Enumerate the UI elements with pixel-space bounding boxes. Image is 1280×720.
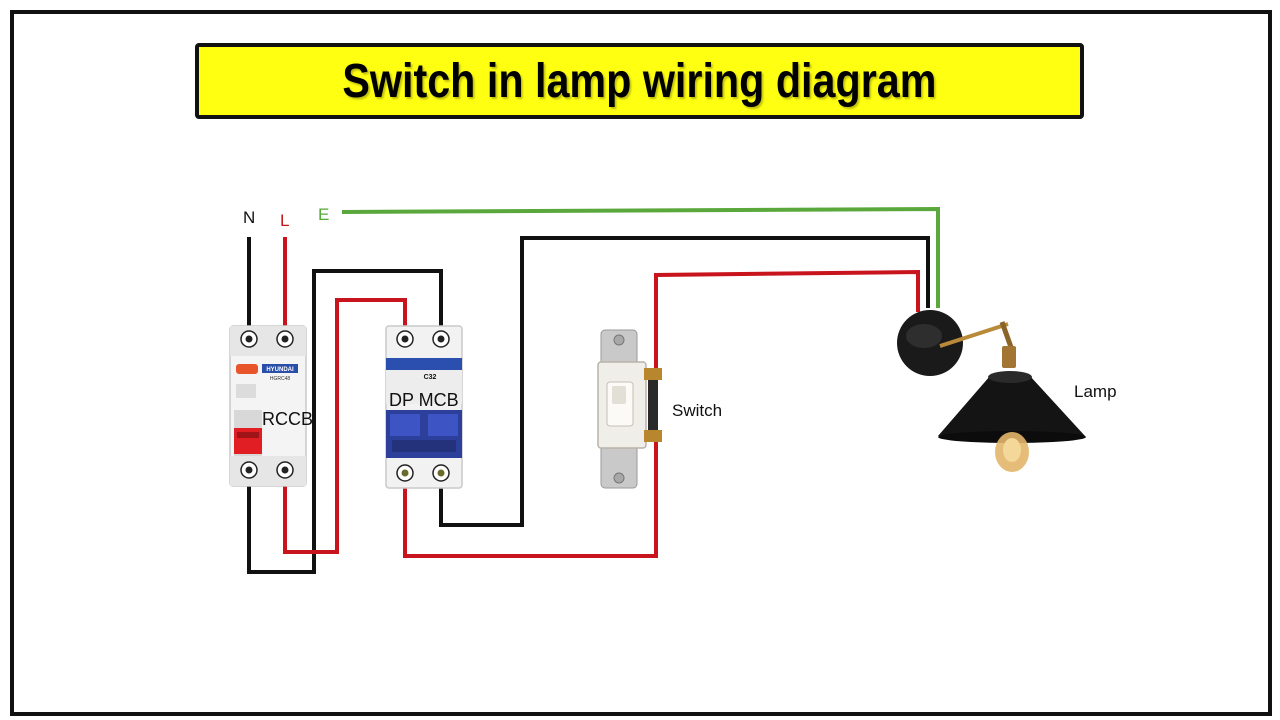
lamp-label: Lamp: [1074, 382, 1117, 401]
rccb-label: RCCB: [262, 409, 314, 429]
mcb-rating-text: C32: [424, 374, 437, 381]
live-mcb-to-switch-wire: [403, 440, 658, 558]
neutral-mcb-to-lamp-wire: [439, 236, 930, 527]
switch-label: Switch: [672, 401, 723, 420]
neutral-rccb-to-mcb-wire: [247, 269, 443, 574]
dp-mcb-device: C32: [385, 325, 463, 489]
dp-mcb-label: DP MCB: [389, 390, 459, 410]
page-title: Switch in lamp wiring diagram: [342, 54, 937, 108]
rccb-brand-text: HYUNDAI: [266, 367, 294, 373]
earth-wire: [341, 206, 940, 308]
light-switch-device: [597, 329, 662, 489]
wall-lamp-device: [897, 310, 1086, 472]
live-terminal-label: L: [280, 211, 290, 230]
switched-live-to-lamp-wire: [654, 269, 920, 376]
rccb-device: HYUNDAI HGRC48: [229, 325, 307, 487]
rccb-model-text: HGRC48: [270, 376, 291, 382]
live-rccb-to-mcb-wire: [283, 298, 407, 554]
earth-terminal-label: E: [318, 205, 330, 224]
title-banner: Switch in lamp wiring diagram: [195, 43, 1084, 119]
neutral-terminal-label: N: [243, 208, 256, 227]
